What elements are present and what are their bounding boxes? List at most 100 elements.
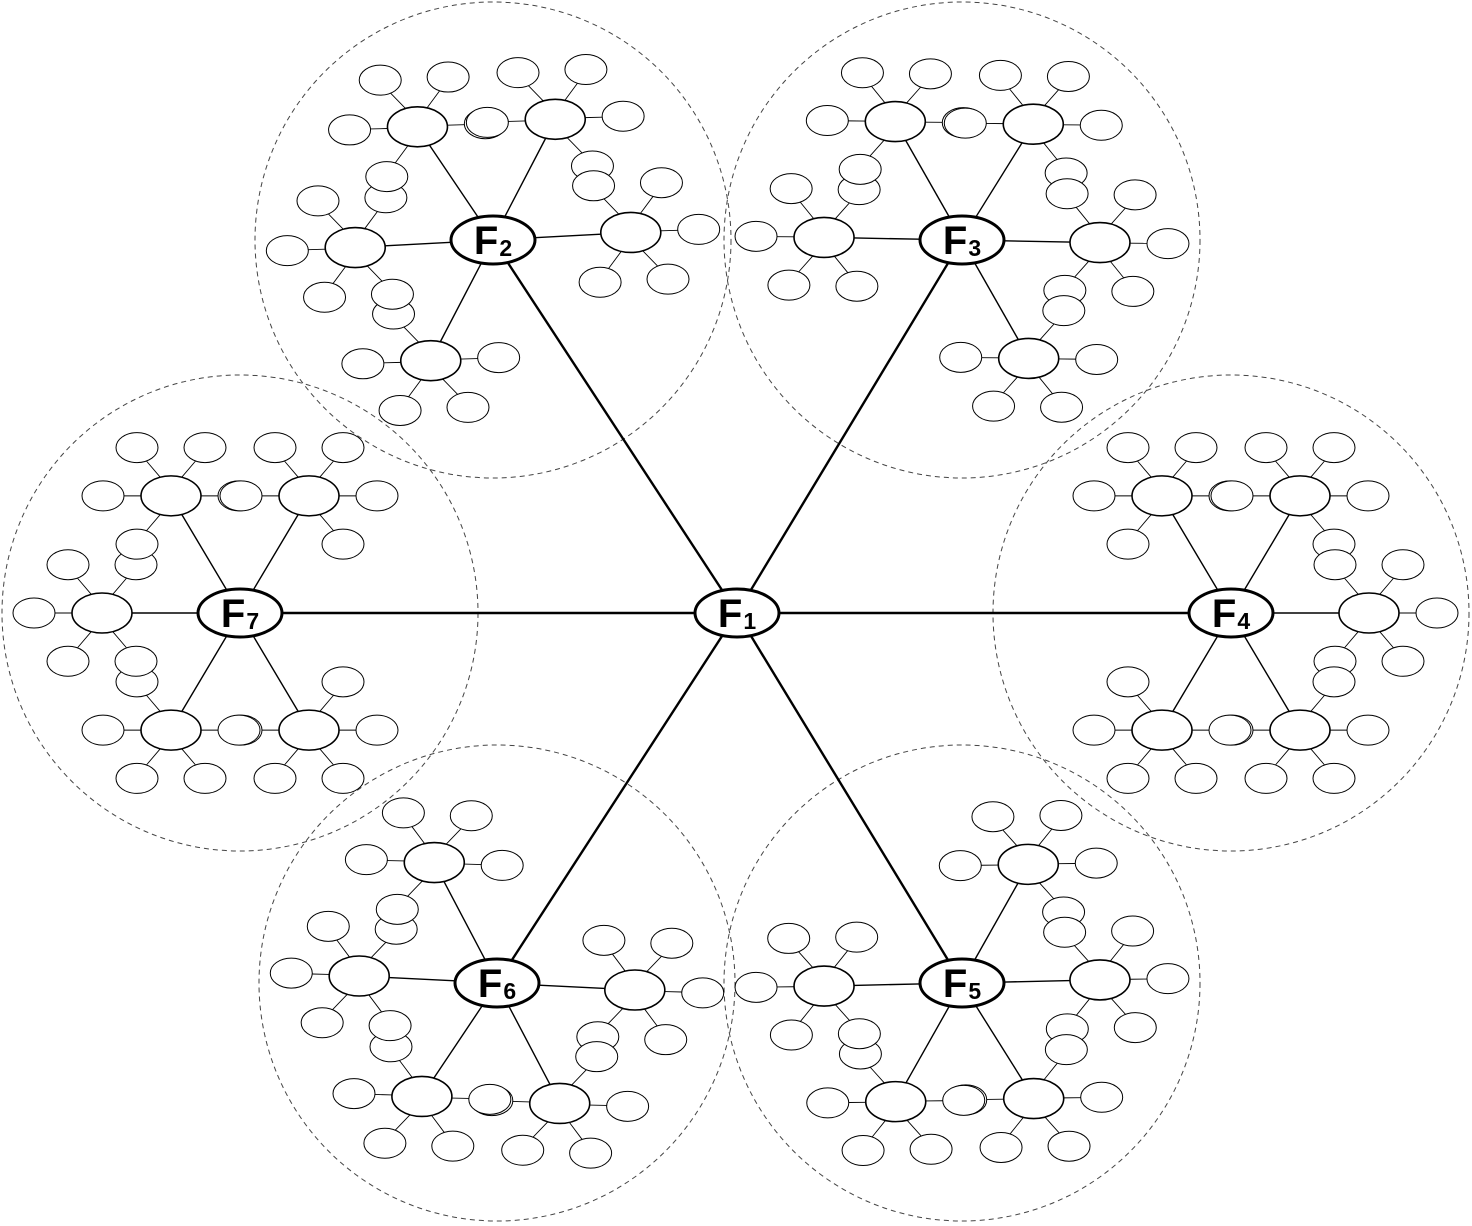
cluster-f3-leaf-node	[943, 107, 987, 139]
cluster-f3-sub-node	[1069, 221, 1131, 264]
cluster-f3-sub-node	[793, 216, 855, 259]
cluster-f2-leaf-edge	[642, 250, 658, 267]
cluster-f6-leaf-node	[650, 927, 694, 959]
cluster-f2-hub-node	[449, 214, 537, 266]
cluster-f4-leaf-edge	[1137, 460, 1152, 478]
cluster-f7-sub-edge	[252, 635, 299, 712]
cluster-f2-leaf-node	[646, 263, 690, 295]
cluster-f2-leaf-edge	[408, 379, 422, 398]
cluster-f2-leaf-edge	[528, 85, 544, 102]
cluster-f2-leaf-node	[370, 278, 414, 310]
cluster-f5-leaf-node	[938, 850, 982, 882]
cluster-f5-sub-node	[1069, 959, 1131, 1001]
cluster-f7-leaf-node	[321, 762, 365, 794]
cluster-f3-leaf-node	[908, 58, 952, 90]
cluster-f6-boundary	[258, 744, 736, 1222]
cluster-f4-leaf-edge	[1310, 460, 1325, 478]
cluster-f6-leaf-node	[681, 977, 725, 1009]
cluster-f2-sub-edge	[428, 144, 479, 218]
cluster-f2-leaf-node	[365, 161, 409, 193]
cluster-f2-leaf-node	[296, 185, 340, 217]
cluster-f6-leaf-node	[606, 1090, 650, 1122]
cluster-f4-label-subscript: 4	[1237, 608, 1250, 634]
cluster-f6-leaf-edge	[607, 1008, 624, 1025]
cluster-f2-sub-edge	[534, 233, 601, 239]
cluster-f2-leaf-node	[496, 57, 540, 89]
cluster-f6-leaf-node	[431, 1130, 475, 1162]
cluster-f6-leaf-node	[449, 800, 493, 832]
cluster-f6-leaf-node	[363, 1127, 407, 1159]
cluster-f3-leaf-node	[1040, 391, 1084, 423]
cluster-f2-leaf-edge	[403, 326, 420, 343]
cluster-f3-sub-edge	[974, 262, 1019, 340]
cluster-f7-label-letter: F	[221, 592, 245, 636]
cluster-f6-leaf-edge	[336, 939, 350, 958]
cluster-f2-sub-node	[399, 339, 462, 382]
cluster-f2-leaf-edge	[603, 198, 620, 215]
cluster-f3-leaf-edge	[1110, 207, 1126, 225]
cluster-f5-leaf-node	[841, 1135, 885, 1167]
center-hub-node	[693, 587, 781, 639]
cluster-f6-leaf-edge	[644, 1008, 658, 1027]
cluster-f5-leaf-node	[767, 922, 811, 954]
cluster-f4-hub-node	[1187, 587, 1275, 639]
cluster-f6-leaf-edge	[394, 1114, 411, 1131]
cluster-f6-leaf-node	[306, 910, 350, 942]
cluster-f7-leaf-node	[81, 480, 125, 512]
cluster-f4-leaf-node	[1312, 762, 1356, 794]
cluster-f4-leaf-node	[1244, 762, 1288, 794]
cluster-f6-leaf-edge	[411, 826, 425, 844]
cluster-f6-label-subscript: 6	[503, 978, 516, 1004]
cluster-f3-sub-edge	[854, 237, 921, 240]
cluster-f5-leaf-edge	[800, 1004, 815, 1022]
cluster-f4-sub-node	[1131, 475, 1193, 517]
cluster-f3-leaf-node	[1046, 60, 1090, 92]
cluster-f4-leaf-node	[1312, 666, 1356, 698]
cluster-f6-leaf-edge	[571, 1069, 587, 1086]
cluster-f6-leaf-node	[368, 1010, 412, 1042]
cluster-f3-leaf-node	[1146, 228, 1190, 260]
cluster-f6-sub-node	[604, 969, 666, 1011]
cluster-f3-leaf-node	[769, 173, 813, 205]
cluster-f6-leaf-node	[582, 924, 626, 956]
cluster-f2-leaf-edge	[390, 92, 406, 109]
cluster-f4-leaf-node	[1106, 432, 1150, 464]
cluster-f4-leaf-edge	[1379, 577, 1394, 595]
cluster-f7-sub-node	[278, 475, 340, 517]
nodes	[12, 54, 1459, 1169]
cluster-f6-leaf-node	[501, 1134, 545, 1166]
cluster-f5-leaf-node	[1044, 1034, 1088, 1066]
cluster-f3-label-letter: F	[943, 219, 967, 263]
cluster-f6-hub-node	[453, 957, 541, 1009]
edges	[55, 82, 1416, 1140]
cluster-f7-hub-node	[196, 587, 284, 639]
cluster-f7-sub-node	[140, 475, 202, 517]
cluster-f4-leaf-edge	[1379, 631, 1394, 649]
cluster-f7-sub-edge	[181, 514, 228, 591]
cluster-f7-leaf-edge	[181, 460, 196, 478]
cluster-f7-label-subscript: 7	[246, 608, 259, 634]
cluster-f3-leaf-edge	[1043, 142, 1058, 160]
cluster-f3-leaf-edge	[799, 201, 815, 219]
cluster-f2-leaf-node	[578, 266, 622, 298]
cluster-f3-leaf-node	[835, 270, 879, 302]
cluster-f5-leaf-node	[1043, 916, 1087, 948]
cluster-f4-sub-node	[1269, 709, 1331, 751]
cluster-f5-leaf-edge	[1044, 1116, 1060, 1134]
cluster-f5-sub-node	[997, 843, 1060, 886]
cluster-f3-leaf-edge	[906, 86, 921, 104]
cluster-f3-leaf-node	[972, 390, 1016, 422]
cluster-f4-sub-edge	[1172, 514, 1219, 591]
cluster-f2-boundary	[254, 1, 732, 479]
cluster-f5-label-letter: F	[943, 962, 967, 1006]
cluster-f2-leaf-node	[446, 391, 490, 423]
cluster-f7-leaf-node	[355, 714, 399, 746]
cluster-f5-sub-edge	[975, 1005, 1024, 1081]
cluster-f6-leaf-node	[375, 893, 419, 925]
cluster-f4-leaf-edge	[1275, 460, 1290, 478]
cluster-f3-leaf-node	[978, 59, 1022, 91]
cluster-f4-leaf-node	[1210, 480, 1254, 512]
cluster-f2-sub-edge	[504, 137, 547, 218]
cluster-f5-boundary	[723, 744, 1201, 1222]
